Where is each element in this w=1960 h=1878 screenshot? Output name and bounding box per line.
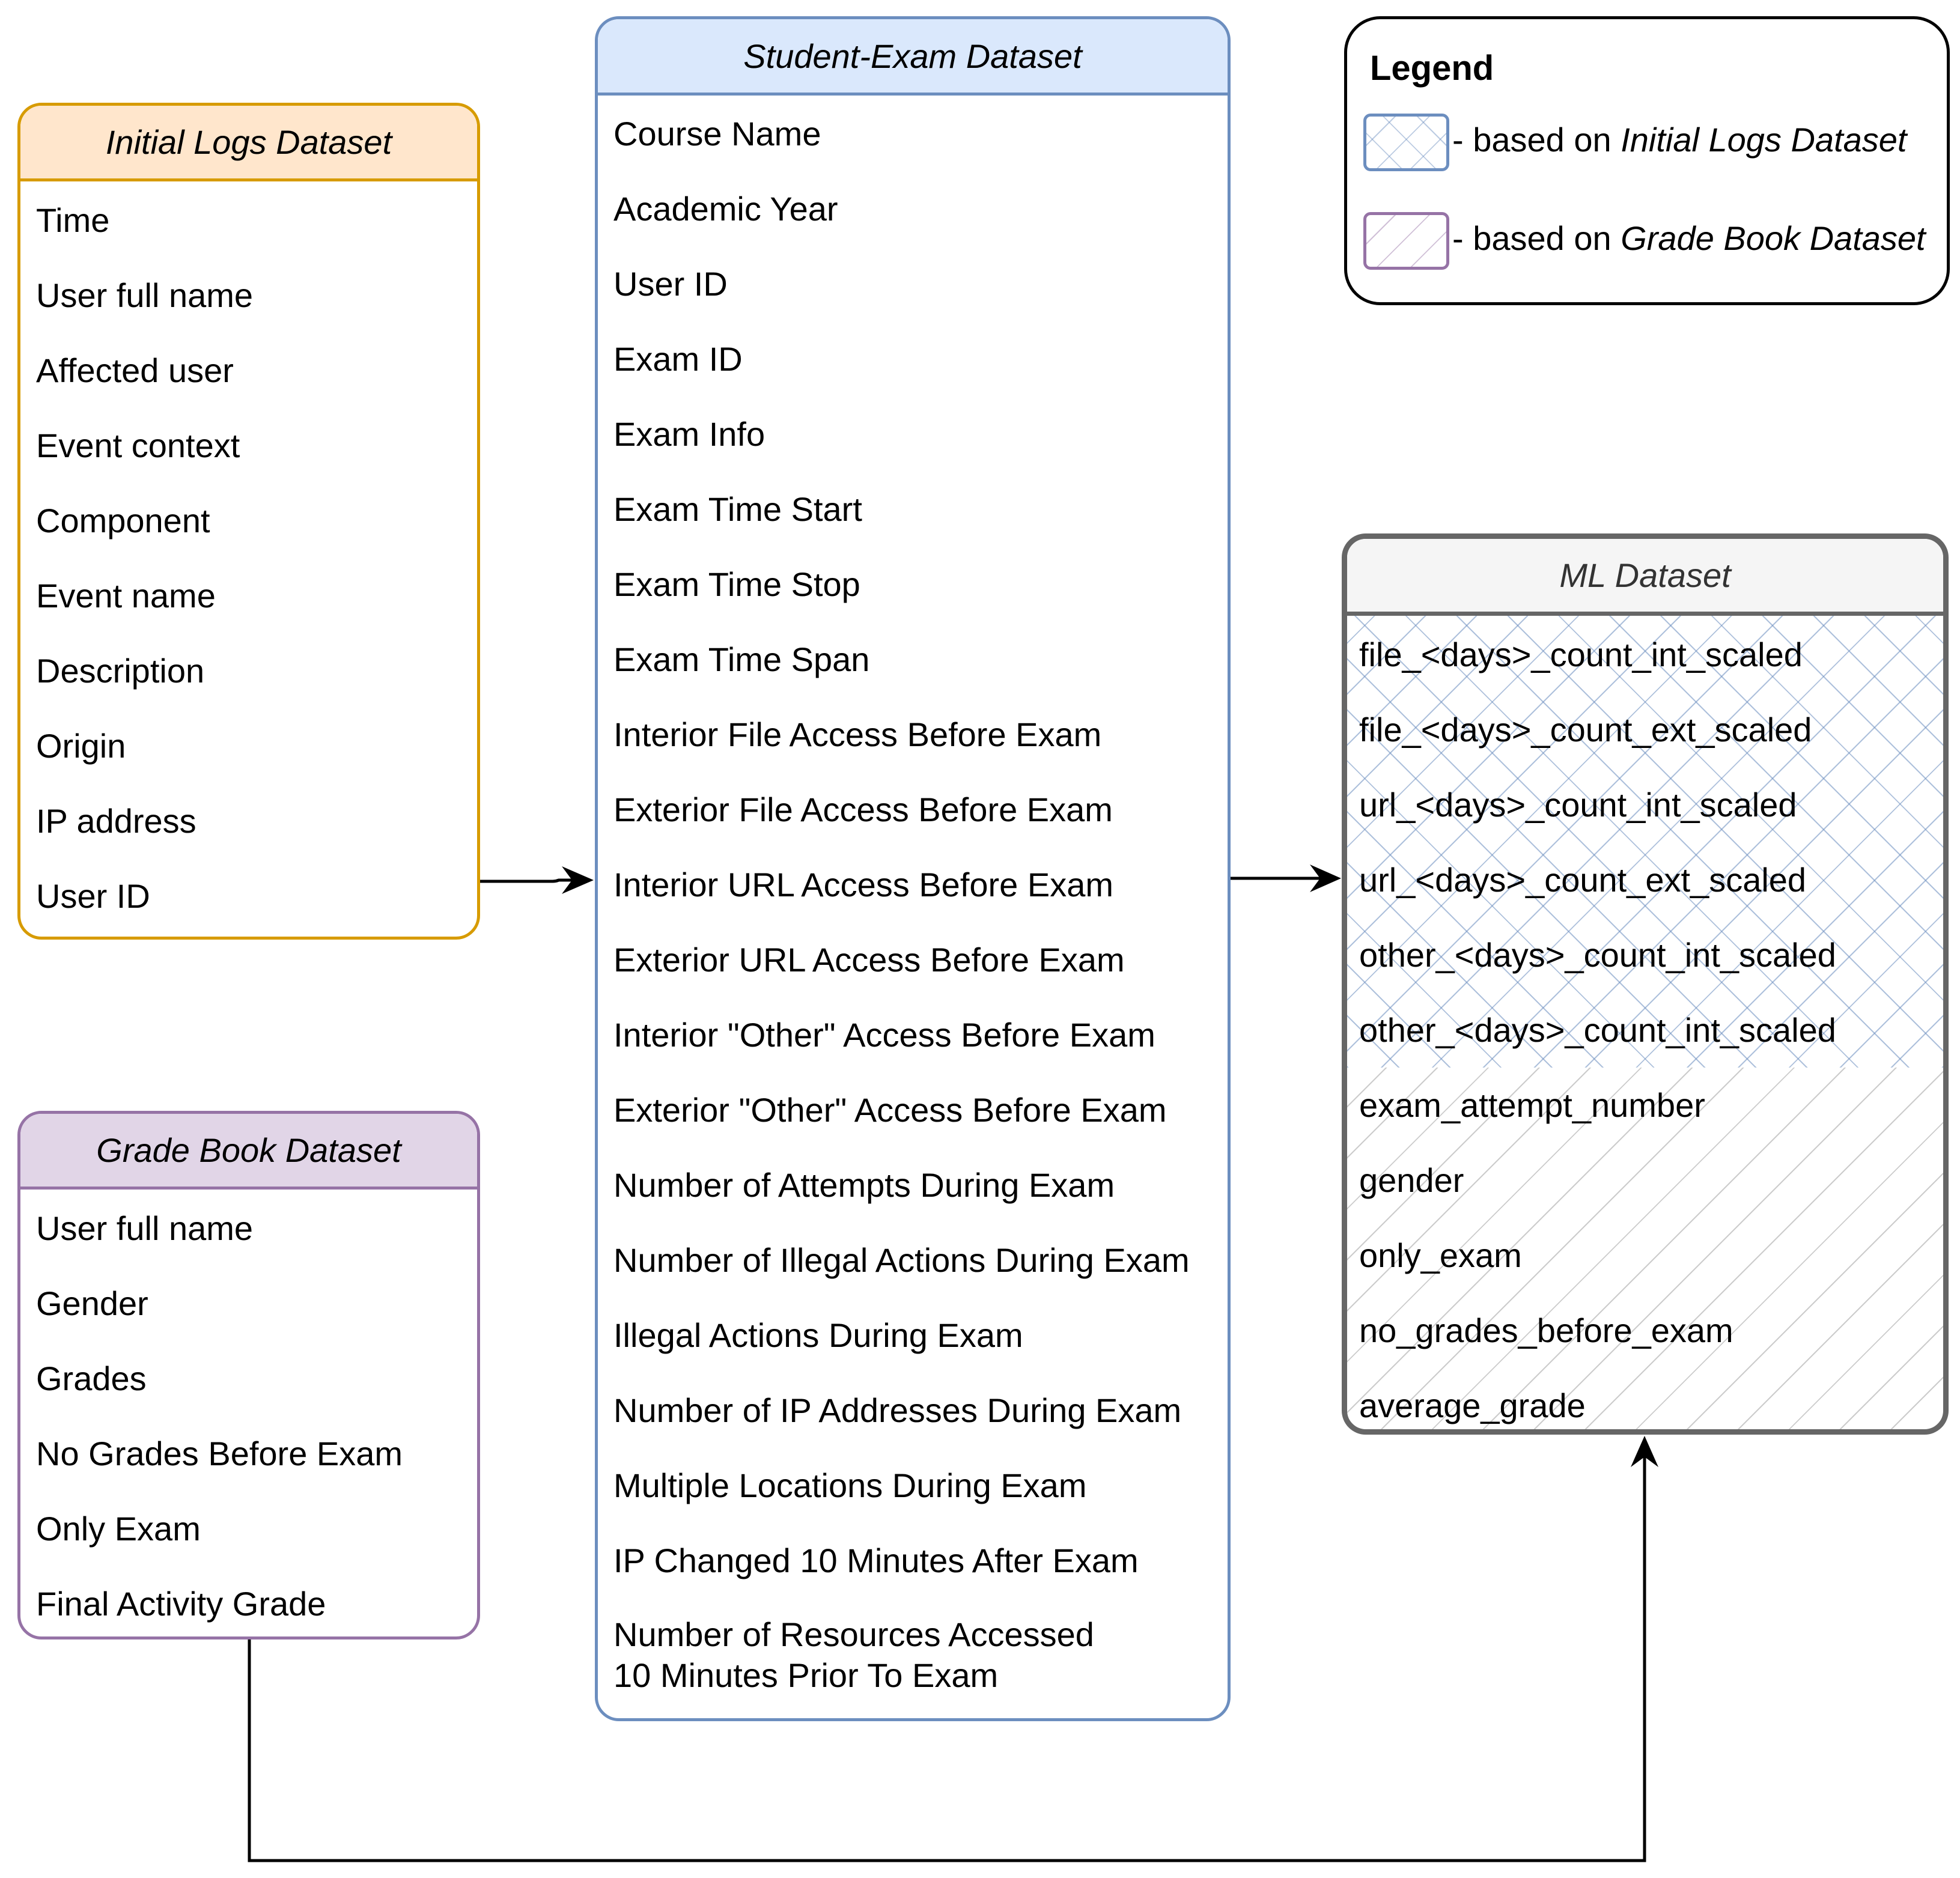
grade-book-field-grades: Grades — [36, 1360, 147, 1397]
legend-grade-book-name: Grade Book Dataset — [1621, 219, 1926, 257]
student-exam-field-multiple-locations: Multiple Locations During Exam — [613, 1466, 1087, 1504]
student-exam-field-resources-accessed-line1: Number of Resources Accessed — [613, 1615, 1094, 1653]
legend-grade-book-swatch — [1363, 212, 1449, 270]
student-exam-dataset-table: Student-Exam Dataset Course Name Academi… — [595, 16, 1231, 1721]
grade-book-field-final-activity-grade: Final Activity Grade — [36, 1585, 326, 1623]
student-exam-field-exterior-url-access: Exterior URL Access Before Exam — [613, 941, 1125, 979]
student-exam-field-exam-time-stop: Exam Time Stop — [613, 565, 860, 603]
student-exam-field-number-of-illegal-actions: Number of Illegal Actions During Exam — [613, 1241, 1190, 1279]
student-exam-dataset-title: Student-Exam Dataset — [598, 19, 1228, 96]
ml-field-file-count-ext: file_<days>_count_ext_scaled — [1359, 711, 1812, 749]
student-exam-field-exam-time-span: Exam Time Span — [613, 640, 870, 678]
student-to-ml-arrow — [1231, 865, 1341, 892]
grade-book-dataset-table: Grade Book Dataset User full name Gender… — [17, 1111, 480, 1639]
ml-initial-logs-hatch — [1347, 616, 1943, 1068]
ml-dataset-table: ML Dataset file_<days>_count_int_scaled … — [1342, 533, 1949, 1435]
ml-field-url-count-int: url_<days>_count_int_scaled — [1359, 786, 1797, 824]
student-exam-field-course-name: Course Name — [613, 115, 821, 153]
initial-logs-field-user-full-name: User full name — [36, 276, 254, 314]
grade-book-field-only-exam: Only Exam — [36, 1510, 201, 1548]
student-exam-field-resources-accessed-line2: 10 Minutes Prior To Exam — [613, 1656, 999, 1694]
ml-field-only-exam: only_exam — [1359, 1236, 1522, 1274]
ml-field-no-grades-before-exam: no_grades_before_exam — [1359, 1311, 1733, 1349]
legend-initial-logs-label: - based on Initial Logs Dataset — [1452, 120, 1907, 159]
initial-logs-field-affected-user: Affected user — [36, 351, 234, 389]
grade-to-ml-arrow — [248, 1436, 1658, 1862]
initial-logs-field-time: Time — [36, 201, 110, 239]
student-exam-field-illegal-actions: Illegal Actions During Exam — [613, 1316, 1023, 1354]
ml-dataset-title: ML Dataset — [1347, 539, 1943, 616]
student-exam-field-exterior-file-access: Exterior File Access Before Exam — [613, 791, 1113, 828]
student-exam-field-academic-year: Academic Year — [613, 190, 838, 228]
initial-to-student-arrow — [480, 866, 594, 894]
initial-logs-field-event-name: Event name — [36, 577, 216, 615]
student-exam-field-exterior-other-access: Exterior "Other" Access Before Exam — [613, 1091, 1167, 1129]
legend-box: Legend - based on Initial Logs Dataset -… — [1344, 16, 1950, 305]
initial-logs-dataset-title: Initial Logs Dataset — [20, 106, 477, 181]
initial-logs-dataset-table: Initial Logs Dataset Time User full name… — [17, 103, 480, 940]
grade-book-field-no-grades-before-exam: No Grades Before Exam — [36, 1435, 403, 1472]
ml-field-gender: gender — [1359, 1161, 1464, 1199]
student-exam-field-number-of-ip-addresses: Number of IP Addresses During Exam — [613, 1391, 1182, 1429]
student-exam-field-exam-id: Exam ID — [613, 340, 743, 378]
grade-book-field-gender: Gender — [36, 1284, 148, 1322]
initial-logs-field-description: Description — [36, 652, 205, 690]
student-exam-field-interior-file-access: Interior File Access Before Exam — [613, 716, 1102, 753]
legend-initial-logs-prefix: - based on — [1452, 121, 1621, 159]
student-exam-field-exam-info: Exam Info — [613, 415, 765, 453]
ml-field-average-grade: average_grade — [1359, 1387, 1586, 1424]
ml-field-file-count-int: file_<days>_count_int_scaled — [1359, 636, 1803, 673]
initial-logs-field-user-id: User ID — [36, 877, 150, 915]
student-exam-field-exam-time-start: Exam Time Start — [613, 490, 862, 528]
legend-grade-book-label: - based on Grade Book Dataset — [1452, 219, 1926, 258]
initial-logs-field-event-context: Event context — [36, 427, 240, 464]
student-exam-field-ip-changed: IP Changed 10 Minutes After Exam — [613, 1542, 1139, 1579]
legend-initial-logs-swatch — [1363, 114, 1449, 171]
legend-grade-book-prefix: - based on — [1452, 219, 1621, 257]
grade-book-dataset-title: Grade Book Dataset — [20, 1114, 477, 1190]
student-exam-field-interior-url-access: Interior URL Access Before Exam — [613, 866, 1114, 904]
student-exam-field-number-of-attempts: Number of Attempts During Exam — [613, 1166, 1115, 1204]
legend-initial-logs-name: Initial Logs Dataset — [1621, 121, 1907, 159]
grade-book-field-user-full-name: User full name — [36, 1209, 254, 1247]
initial-logs-field-component: Component — [36, 502, 210, 539]
ml-field-url-count-ext: url_<days>_count_ext_scaled — [1359, 861, 1807, 899]
student-exam-field-user-id: User ID — [613, 265, 728, 303]
initial-logs-field-origin: Origin — [36, 727, 126, 765]
initial-logs-field-ip-address: IP address — [36, 802, 196, 840]
ml-field-exam-attempt-number: exam_attempt_number — [1359, 1086, 1705, 1124]
ml-field-other-count-int-2: other_<days>_count_int_scaled — [1359, 1011, 1836, 1049]
ml-grade-book-hatch — [1347, 1068, 1943, 1429]
legend-title: Legend — [1370, 49, 1494, 88]
ml-field-other-count-int-1: other_<days>_count_int_scaled — [1359, 936, 1836, 974]
student-exam-field-interior-other-access: Interior "Other" Access Before Exam — [613, 1016, 1155, 1054]
